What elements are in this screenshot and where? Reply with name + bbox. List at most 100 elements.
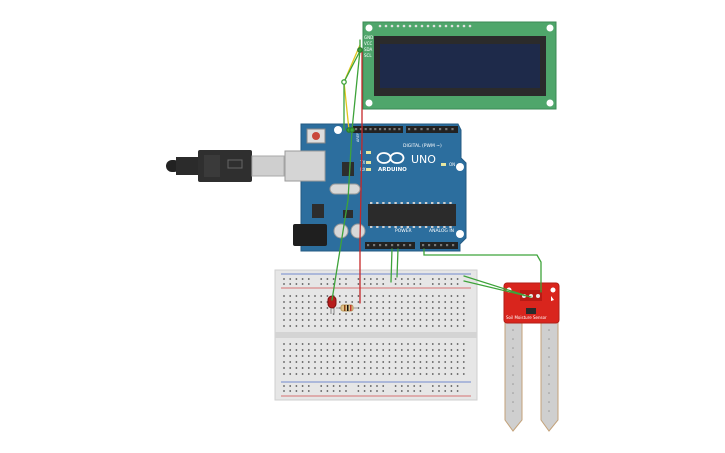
breadboard-hole: [295, 313, 298, 315]
wire-green-sensor-signal[interactable]: [423, 248, 542, 293]
header-hole: [422, 244, 425, 247]
breadboard-hole: [400, 373, 403, 375]
breadboard[interactable]: [274, 269, 478, 401]
breadboard-hole: [419, 301, 422, 303]
wire-node[interactable]: [349, 127, 355, 133]
arduino-mount-hole: [456, 163, 464, 171]
wire-green-sensor-gnd[interactable]: [463, 280, 532, 298]
power-header: [365, 242, 415, 249]
breadboard-hole: [450, 283, 453, 285]
breadboard-hole: [444, 361, 447, 363]
chip-pin: [431, 202, 434, 204]
breadboard-hole: [456, 367, 459, 369]
reset-button-cap[interactable]: [312, 132, 320, 140]
breadboard-hole: [320, 278, 323, 280]
breadboard-hole: [425, 349, 428, 351]
breadboard-hole: [394, 295, 397, 297]
breadboard-hole: [431, 361, 434, 363]
lcd-mount-hole: [546, 99, 554, 107]
breadboard-hole: [283, 278, 285, 280]
breadboard-hole: [450, 307, 453, 309]
breadboard-hole: [320, 295, 323, 297]
breadboard-hole: [357, 361, 360, 363]
breadboard-hole: [382, 301, 385, 303]
breadboard-hole: [351, 313, 354, 315]
soil-moisture-sensor[interactable]: Soil Moisture Sensor: [503, 282, 560, 432]
breadboard-hole: [413, 283, 416, 285]
breadboard-hole: [438, 355, 440, 357]
probe-dot: [512, 356, 514, 358]
lcd-header-pin: [456, 24, 460, 28]
breadboard-hole: [314, 361, 316, 363]
breadboard-hole: [338, 278, 341, 280]
usb-cable[interactable]: [166, 150, 285, 182]
breadboard-center-channel: [275, 332, 477, 338]
breadboard-hole: [444, 367, 447, 369]
breadboard-hole: [307, 361, 310, 363]
header-hole: [403, 244, 406, 247]
on-label: ON: [449, 162, 455, 167]
breadboard-hole: [431, 390, 434, 392]
wire-yellow-lcd-sda[interactable]: [343, 44, 361, 131]
chip-pin: [443, 202, 446, 204]
wire-green-sensor-vcc[interactable]: [463, 275, 525, 296]
breadboard-hole: [301, 307, 304, 309]
wire-node[interactable]: [357, 47, 363, 53]
breadboard-hole: [363, 343, 366, 345]
breadboard-hole: [394, 373, 397, 375]
breadboard-hole: [338, 385, 341, 387]
breadboard-hole: [400, 385, 403, 387]
breadboard-hole: [357, 319, 360, 321]
resistor-band: [344, 305, 346, 311]
sensor-pin[interactable]: [536, 294, 540, 298]
header-hole: [414, 128, 417, 131]
breadboard-hole: [338, 361, 341, 363]
probe-dot: [512, 338, 514, 340]
breadboard-hole: [450, 325, 453, 327]
breadboard-hole: [314, 325, 316, 327]
wire-red-5v[interactable]: [359, 139, 363, 304]
breadboard-hole: [462, 355, 465, 357]
header-holes: [355, 128, 455, 247]
arduino-infinity-logo: [376, 152, 405, 164]
breadboard-hole: [400, 301, 403, 303]
breadboard-hole: [407, 367, 409, 369]
breadboard-hole: [462, 349, 465, 351]
breadboard-hole: [444, 385, 447, 387]
power-label: POWER: [395, 228, 412, 234]
breadboard-hole: [456, 295, 459, 297]
lcd-module[interactable]: GND VCC SDA SCL: [362, 21, 557, 110]
breadboard-hole: [382, 373, 385, 375]
breadboard-hole: [394, 313, 397, 315]
resistor[interactable]: [336, 304, 358, 312]
breadboard-hole: [338, 325, 341, 327]
breadboard-hole: [357, 385, 360, 387]
lcd-header-pin: [402, 24, 406, 28]
breadboard-hole: [407, 278, 409, 280]
breadboard-hole: [431, 319, 434, 321]
breadboard-hole: [394, 390, 397, 392]
probe-dot: [512, 383, 514, 385]
breadboard-hole: [357, 373, 360, 375]
breadboard-hole: [438, 278, 440, 280]
wires[interactable]: [331, 39, 542, 304]
arduino-uno[interactable]: ARDUINO UNO DIGITAL (PWM ~) POWER ANALOG…: [284, 123, 467, 252]
header-hole: [388, 128, 391, 131]
header-hole: [432, 128, 435, 131]
breadboard-hole: [307, 355, 310, 357]
breadboard-hole: [338, 283, 341, 285]
wire-node[interactable]: [341, 79, 347, 85]
breadboard-hole: [307, 295, 310, 297]
wire-green-power-2[interactable]: [396, 248, 399, 278]
usb-plug-metal: [251, 155, 285, 177]
lcd-pin-sda-label: SDA: [364, 47, 373, 52]
breadboard-hole: [407, 349, 409, 351]
breadboard-hole: [382, 319, 385, 321]
wire-green-power-1[interactable]: [390, 248, 393, 283]
wire-green-led-signal[interactable]: [331, 129, 353, 301]
breadboard-hole: [307, 283, 310, 285]
breadboard-hole: [295, 373, 298, 375]
breadboard-hole: [338, 373, 341, 375]
breadboard-hole: [462, 361, 465, 363]
